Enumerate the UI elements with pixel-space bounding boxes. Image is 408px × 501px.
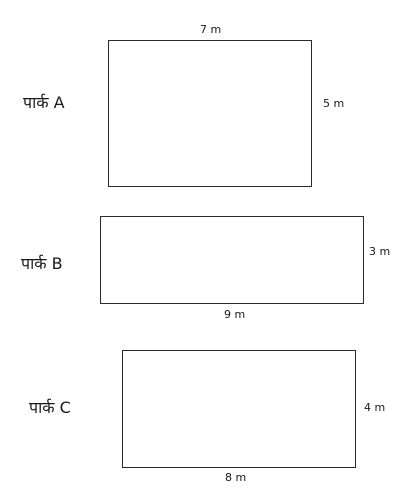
park-c-width-label: 4 m (364, 401, 386, 414)
park-c-length-label: 8 m (225, 471, 247, 484)
park-a-width-label: 5 m (323, 97, 345, 110)
park-b-length-label: 9 m (224, 308, 246, 321)
park-c-rectangle (122, 350, 356, 468)
park-a-length-label: 7 m (200, 23, 222, 36)
park-a-label: पार्क A (23, 93, 65, 112)
park-c-label: पार्क C (29, 398, 71, 417)
park-b-rectangle (100, 216, 364, 304)
park-a-rectangle (108, 40, 312, 187)
park-b-width-label: 3 m (369, 245, 391, 258)
park-b-label: पार्क B (21, 254, 63, 273)
